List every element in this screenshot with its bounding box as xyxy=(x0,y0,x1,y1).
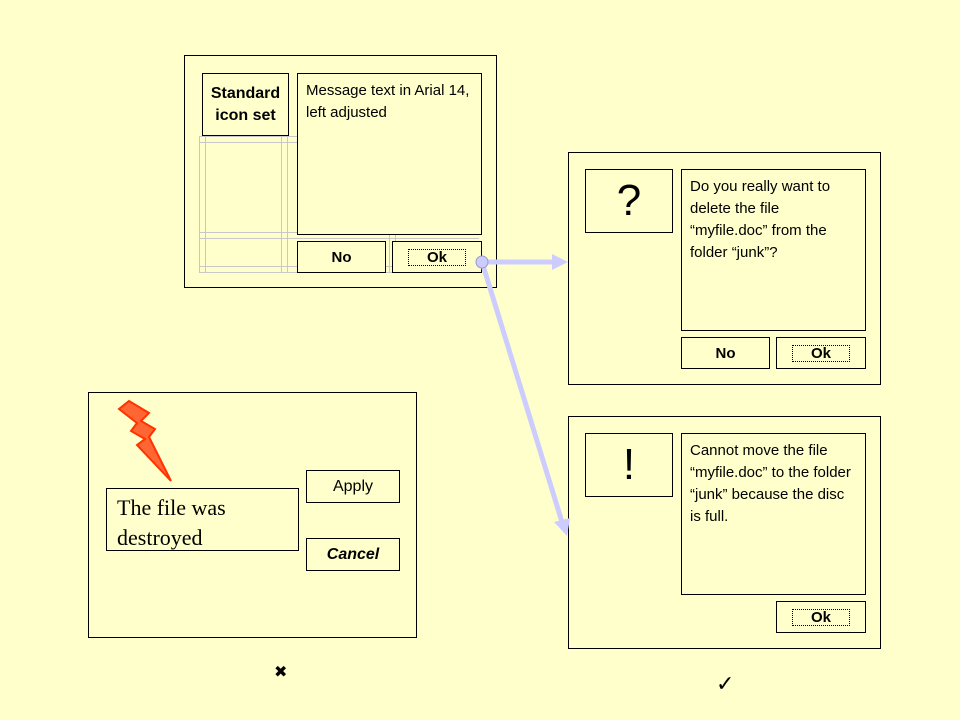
exclamation-icon-glyph: ! xyxy=(622,440,636,489)
exclamation-icon: ! xyxy=(585,433,673,497)
grid-guide xyxy=(199,136,200,272)
template-panel: Standard icon set Message text in Arial … xyxy=(184,55,497,288)
ok-button[interactable]: Ok xyxy=(392,241,482,273)
grid-guide xyxy=(281,136,282,272)
question-message-text: Do you really want to delete the file “m… xyxy=(690,178,831,261)
warning-message-text: Cannot move the file “myfile.doc” to the… xyxy=(690,442,851,525)
icon-placeholder-label: Standard icon set xyxy=(210,84,281,124)
destroyed-message: The file was destroyed xyxy=(106,488,299,551)
no-button[interactable]: No xyxy=(297,241,386,273)
question-icon: ? xyxy=(585,169,673,233)
ok-button[interactable]: Ok xyxy=(776,601,866,633)
arrow-to-question-head xyxy=(552,254,568,270)
cancel-button-label: Cancel xyxy=(326,545,380,563)
ok-button-label: Ok xyxy=(407,248,466,266)
ok-button[interactable]: Ok xyxy=(776,337,866,369)
bad-mark-icon: ✖ xyxy=(274,662,288,681)
grid-guide xyxy=(199,238,479,239)
cancel-button[interactable]: Cancel xyxy=(306,538,400,571)
grid-guide xyxy=(287,136,288,272)
ok-button-label: Ok xyxy=(791,608,850,626)
arrow-origin xyxy=(475,255,489,269)
message-text: Message text in Arial 14, left adjusted xyxy=(306,82,470,121)
arrow-to-warning-head xyxy=(554,518,570,536)
message-area: Message text in Arial 14, left adjusted xyxy=(297,73,482,235)
question-message: Do you really want to delete the file “m… xyxy=(681,169,866,331)
apply-button[interactable]: Apply xyxy=(306,470,400,503)
no-button-label: No xyxy=(331,248,352,266)
warning-dialog: ! Cannot move the file “myfile.doc” to t… xyxy=(568,416,881,649)
lightning-icon xyxy=(117,399,172,482)
apply-button-label: Apply xyxy=(332,477,374,495)
ok-button-label: Ok xyxy=(791,344,850,362)
question-dialog: ? Do you really want to delete the file … xyxy=(568,152,881,385)
destroyed-message-text: The file was destroyed xyxy=(117,495,226,550)
icon-placeholder: Standard icon set xyxy=(202,73,289,136)
good-mark-icon: ✓ xyxy=(716,672,735,697)
bad-dialog: The file was destroyed Apply Cancel xyxy=(88,392,417,638)
no-button[interactable]: No xyxy=(681,337,770,369)
arrow-to-warning xyxy=(479,261,565,523)
question-icon-glyph: ? xyxy=(616,176,642,225)
warning-message: Cannot move the file “myfile.doc” to the… xyxy=(681,433,866,595)
grid-guide xyxy=(205,136,206,272)
no-button-label: No xyxy=(715,344,736,362)
